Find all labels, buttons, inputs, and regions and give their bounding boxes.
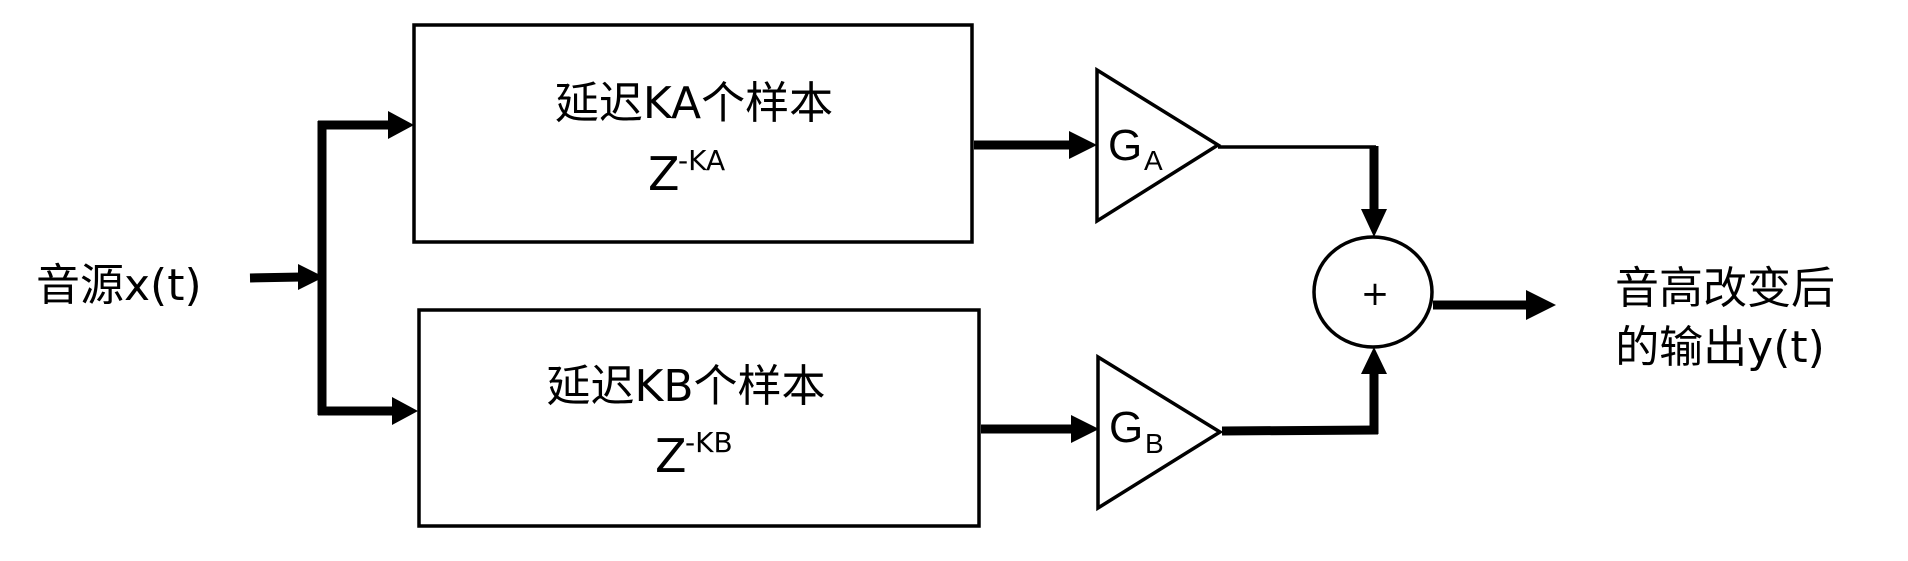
gain-a-subscript: A: [1144, 145, 1163, 176]
delay-b-exponent: -KB: [685, 426, 733, 459]
delay-block-b: 延迟KB个样本 Z -KB: [417, 308, 981, 528]
delay-a-z: Z: [648, 147, 680, 201]
delay-block-a: 延迟KA个样本 Z -KA: [412, 23, 974, 244]
gain-b-subscript: B: [1145, 428, 1164, 459]
input-arrow: [249, 264, 324, 290]
delay-b-z: Z: [655, 429, 687, 483]
arrow-gain-b-to-summer: [1221, 347, 1387, 436]
arrow-delay-b-to-gain-b: [981, 415, 1099, 443]
output-arrow: [1433, 290, 1556, 320]
branch-arrow-a: [318, 111, 414, 139]
input-label: 音源x(t): [36, 260, 202, 311]
gain-b-symbol: G: [1109, 403, 1143, 452]
output-label-line1: 音高改变后: [1615, 263, 1835, 314]
branch-arrow-b: [318, 397, 418, 425]
output-label-line2: 的输出y(t): [1615, 322, 1825, 373]
delay-b-title: 延迟KB个样本: [546, 361, 825, 412]
arrow-delay-a-to-gain-a: [974, 131, 1097, 159]
arrow-gain-a-to-summer: [1218, 145, 1387, 237]
delay-a-exponent: -KA: [678, 144, 725, 177]
gain-block-a: G A: [1095, 66, 1222, 225]
gain-block-b: G B: [1096, 353, 1224, 512]
plus-icon: +: [1361, 274, 1390, 314]
gain-a-symbol: G: [1108, 121, 1142, 170]
delay-a-title: 延迟KA个样本: [555, 78, 833, 129]
summing-junction: +: [1312, 235, 1434, 349]
